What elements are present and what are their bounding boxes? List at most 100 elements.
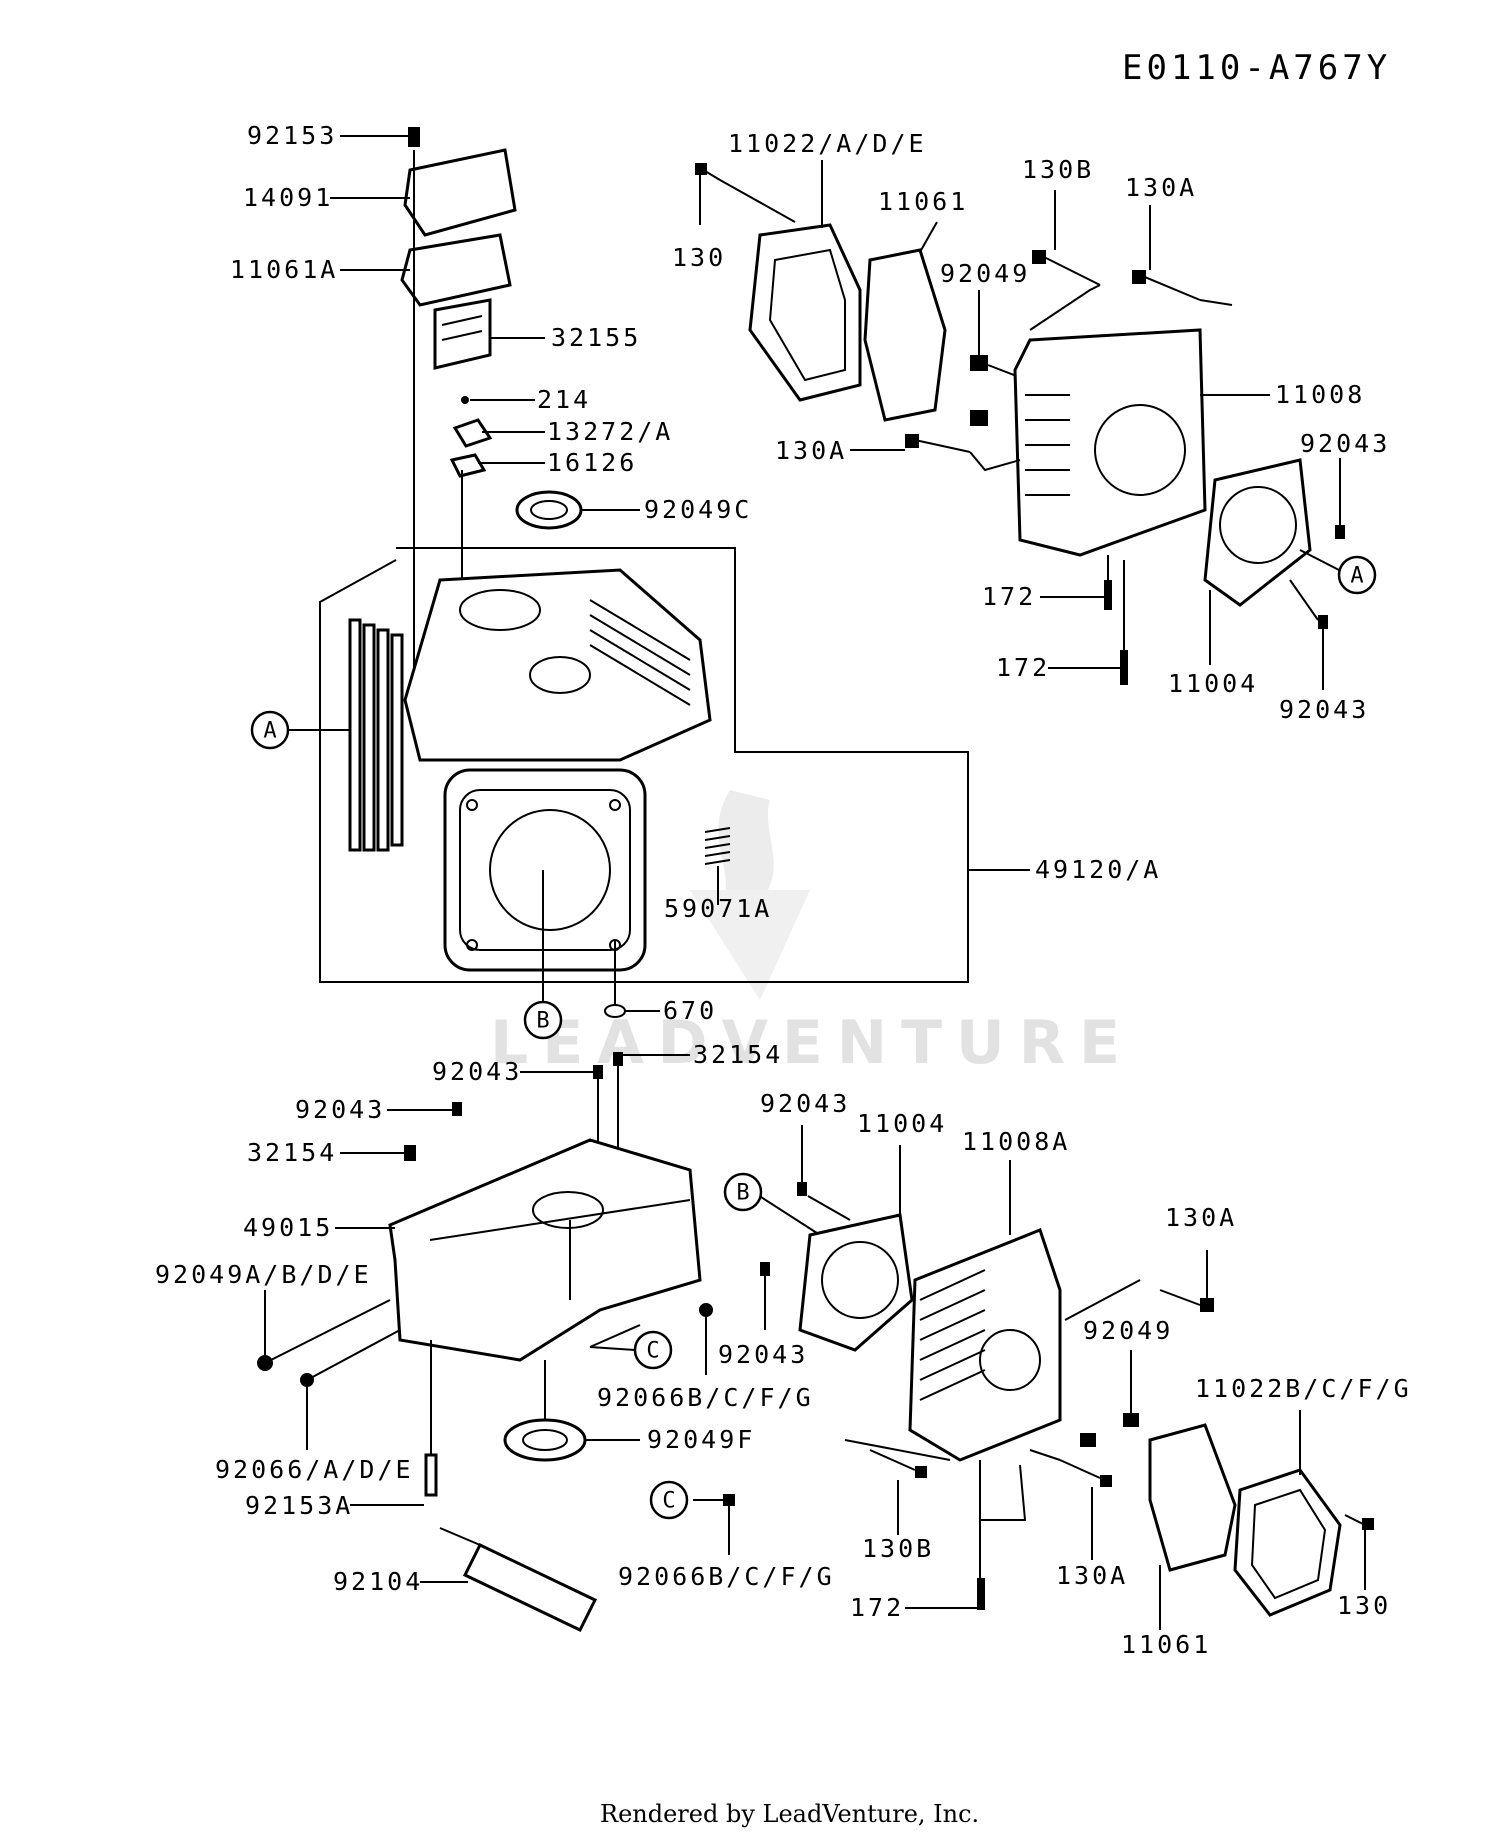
callout-c-lower	[649, 1480, 689, 1520]
plug-92066B-b	[723, 1494, 735, 1506]
gasket-11061-bottom	[1148, 1423, 1237, 1572]
dowel-92043-b1	[593, 1065, 603, 1079]
valve-seal-92049-d	[1080, 1433, 1096, 1447]
label-92049ABDE: 92049A/B/D/E	[155, 1260, 372, 1289]
callout-b-block: B	[523, 1000, 563, 1040]
svg-text:A: A	[1350, 564, 1363, 589]
callout-b-right	[723, 1172, 763, 1212]
callout-a-left: A	[250, 710, 350, 750]
pin-32154-b2	[404, 1145, 416, 1161]
label-130-bottom: 130	[1337, 1591, 1391, 1620]
label-59071A: 59071A	[664, 894, 772, 923]
breather-cover-14091	[403, 148, 517, 237]
footer-credit: Rendered by LeadVenture, Inc.	[600, 1800, 979, 1828]
label-92043-b4: 92043	[718, 1340, 808, 1369]
cylinder-face	[443, 768, 647, 972]
block-upper-housing	[403, 568, 712, 762]
label-92066ADE: 92066/A/D/E	[215, 1455, 414, 1484]
svg-text:B: B	[536, 1009, 549, 1034]
label-11061A: 11061A	[230, 255, 338, 284]
label-214: 214	[537, 385, 591, 414]
bolt-130A-b2	[1059, 1459, 1101, 1479]
watermark-v-icon	[690, 890, 810, 1000]
bottom-head-group: B	[723, 1125, 1374, 1630]
label-11061-top: 11061	[878, 187, 968, 216]
label-32155: 32155	[551, 323, 641, 352]
svg-text:B: B	[736, 1181, 749, 1206]
crankcase-49015	[388, 1138, 702, 1362]
dowel-92043-r2	[1318, 615, 1328, 629]
label-11061-bottom: 11061	[1121, 1630, 1211, 1659]
screw-214	[461, 396, 469, 404]
label-130A-mid: 130A	[775, 436, 847, 465]
bolt-130B-top	[1039, 254, 1101, 286]
label-92043-b3: 92043	[760, 1089, 850, 1118]
label-11008A: 11008A	[962, 1127, 1070, 1156]
label-130B-top: 130B	[1022, 155, 1094, 184]
plate-16126	[449, 453, 487, 478]
breather-cover-group	[330, 127, 640, 700]
label-92104: 92104	[333, 1567, 423, 1596]
label-13272: 13272/A	[547, 417, 673, 446]
label-92049C: 92049C	[644, 495, 752, 524]
svg-text:C: C	[662, 1489, 675, 1514]
watermark-text: LEADVENTURE	[490, 1008, 1134, 1078]
valve-seal-92049-c	[1123, 1413, 1139, 1427]
svg-text:A: A	[263, 719, 276, 744]
gasket-11061A	[400, 233, 512, 307]
label-92066BCFG-2: 92066B/C/F/G	[618, 1562, 835, 1591]
label-92043-b2: 92043	[295, 1095, 385, 1124]
label-11004-bottom: 11004	[857, 1109, 947, 1138]
plug-92066B-a	[699, 1303, 713, 1317]
diagram-code: E0110-A767Y	[1122, 48, 1391, 88]
label-92049-bottom: 92049	[1083, 1316, 1173, 1345]
reed-valve-32155	[433, 298, 492, 370]
sealant-tube-92104	[420, 1527, 598, 1632]
stud-172-b	[1120, 650, 1128, 685]
bolt-130B-bottom	[869, 1449, 916, 1471]
watermark-flame-icon	[718, 790, 774, 910]
label-172-a: 172	[982, 582, 1036, 611]
dowel-92043-r1	[1335, 525, 1345, 539]
label-49120: 49120/A	[1035, 855, 1161, 884]
label-92049-top: 92049	[940, 259, 1030, 288]
stud-172-a	[1104, 580, 1112, 610]
label-92043-r2: 92043	[1279, 695, 1369, 724]
label-130A-b1: 130A	[1165, 1203, 1237, 1232]
bolt-130A-mid	[914, 439, 971, 453]
cylinder-bore	[489, 809, 611, 931]
dowel-92043-b3	[797, 1182, 807, 1196]
label-172-b: 172	[996, 653, 1050, 682]
crankcase-group: C C	[257, 1052, 735, 1632]
cylinder-head-11008	[1013, 328, 1207, 557]
valve-seal-92049-b	[970, 410, 988, 426]
cylinder-block-49120	[319, 547, 1030, 1018]
svg-text:C: C	[646, 1339, 659, 1364]
label-130A-top: 130A	[1125, 173, 1197, 202]
label-92066BCFG-1: 92066B/C/F/G	[597, 1383, 814, 1412]
bolt-92153A	[424, 1453, 438, 1497]
bolt-130A-top	[1139, 274, 1201, 301]
rocker-cover-11022	[748, 223, 862, 402]
spring-59071A	[704, 827, 731, 905]
block-fins	[348, 618, 404, 852]
pin-32154-b1	[613, 1052, 623, 1066]
valve-seal-92049-a	[970, 355, 988, 371]
label-11004-top: 11004	[1168, 669, 1258, 698]
dowel-92043-b2	[452, 1102, 462, 1116]
callout-a-right	[1337, 555, 1377, 595]
bolt-130A-b1	[1159, 1289, 1201, 1306]
dowel-92043-b4	[760, 1262, 770, 1276]
top-head-group: A	[695, 160, 1377, 690]
label-92153A: 92153A	[245, 1491, 353, 1520]
bolt-92153	[408, 127, 420, 147]
head-gasket-11004-bottom	[798, 1213, 914, 1352]
bracket-13272	[452, 418, 493, 448]
part-labels: 92153 14091 11061A 32155 214 13272/A 161…	[155, 121, 1409, 1659]
oil-seal-92049F	[503, 1418, 587, 1462]
label-14091: 14091	[243, 183, 333, 212]
gasket-11061-top	[863, 248, 947, 422]
label-32154-b2: 32154	[247, 1138, 337, 1167]
bolt-130-bottom	[1344, 1514, 1366, 1526]
